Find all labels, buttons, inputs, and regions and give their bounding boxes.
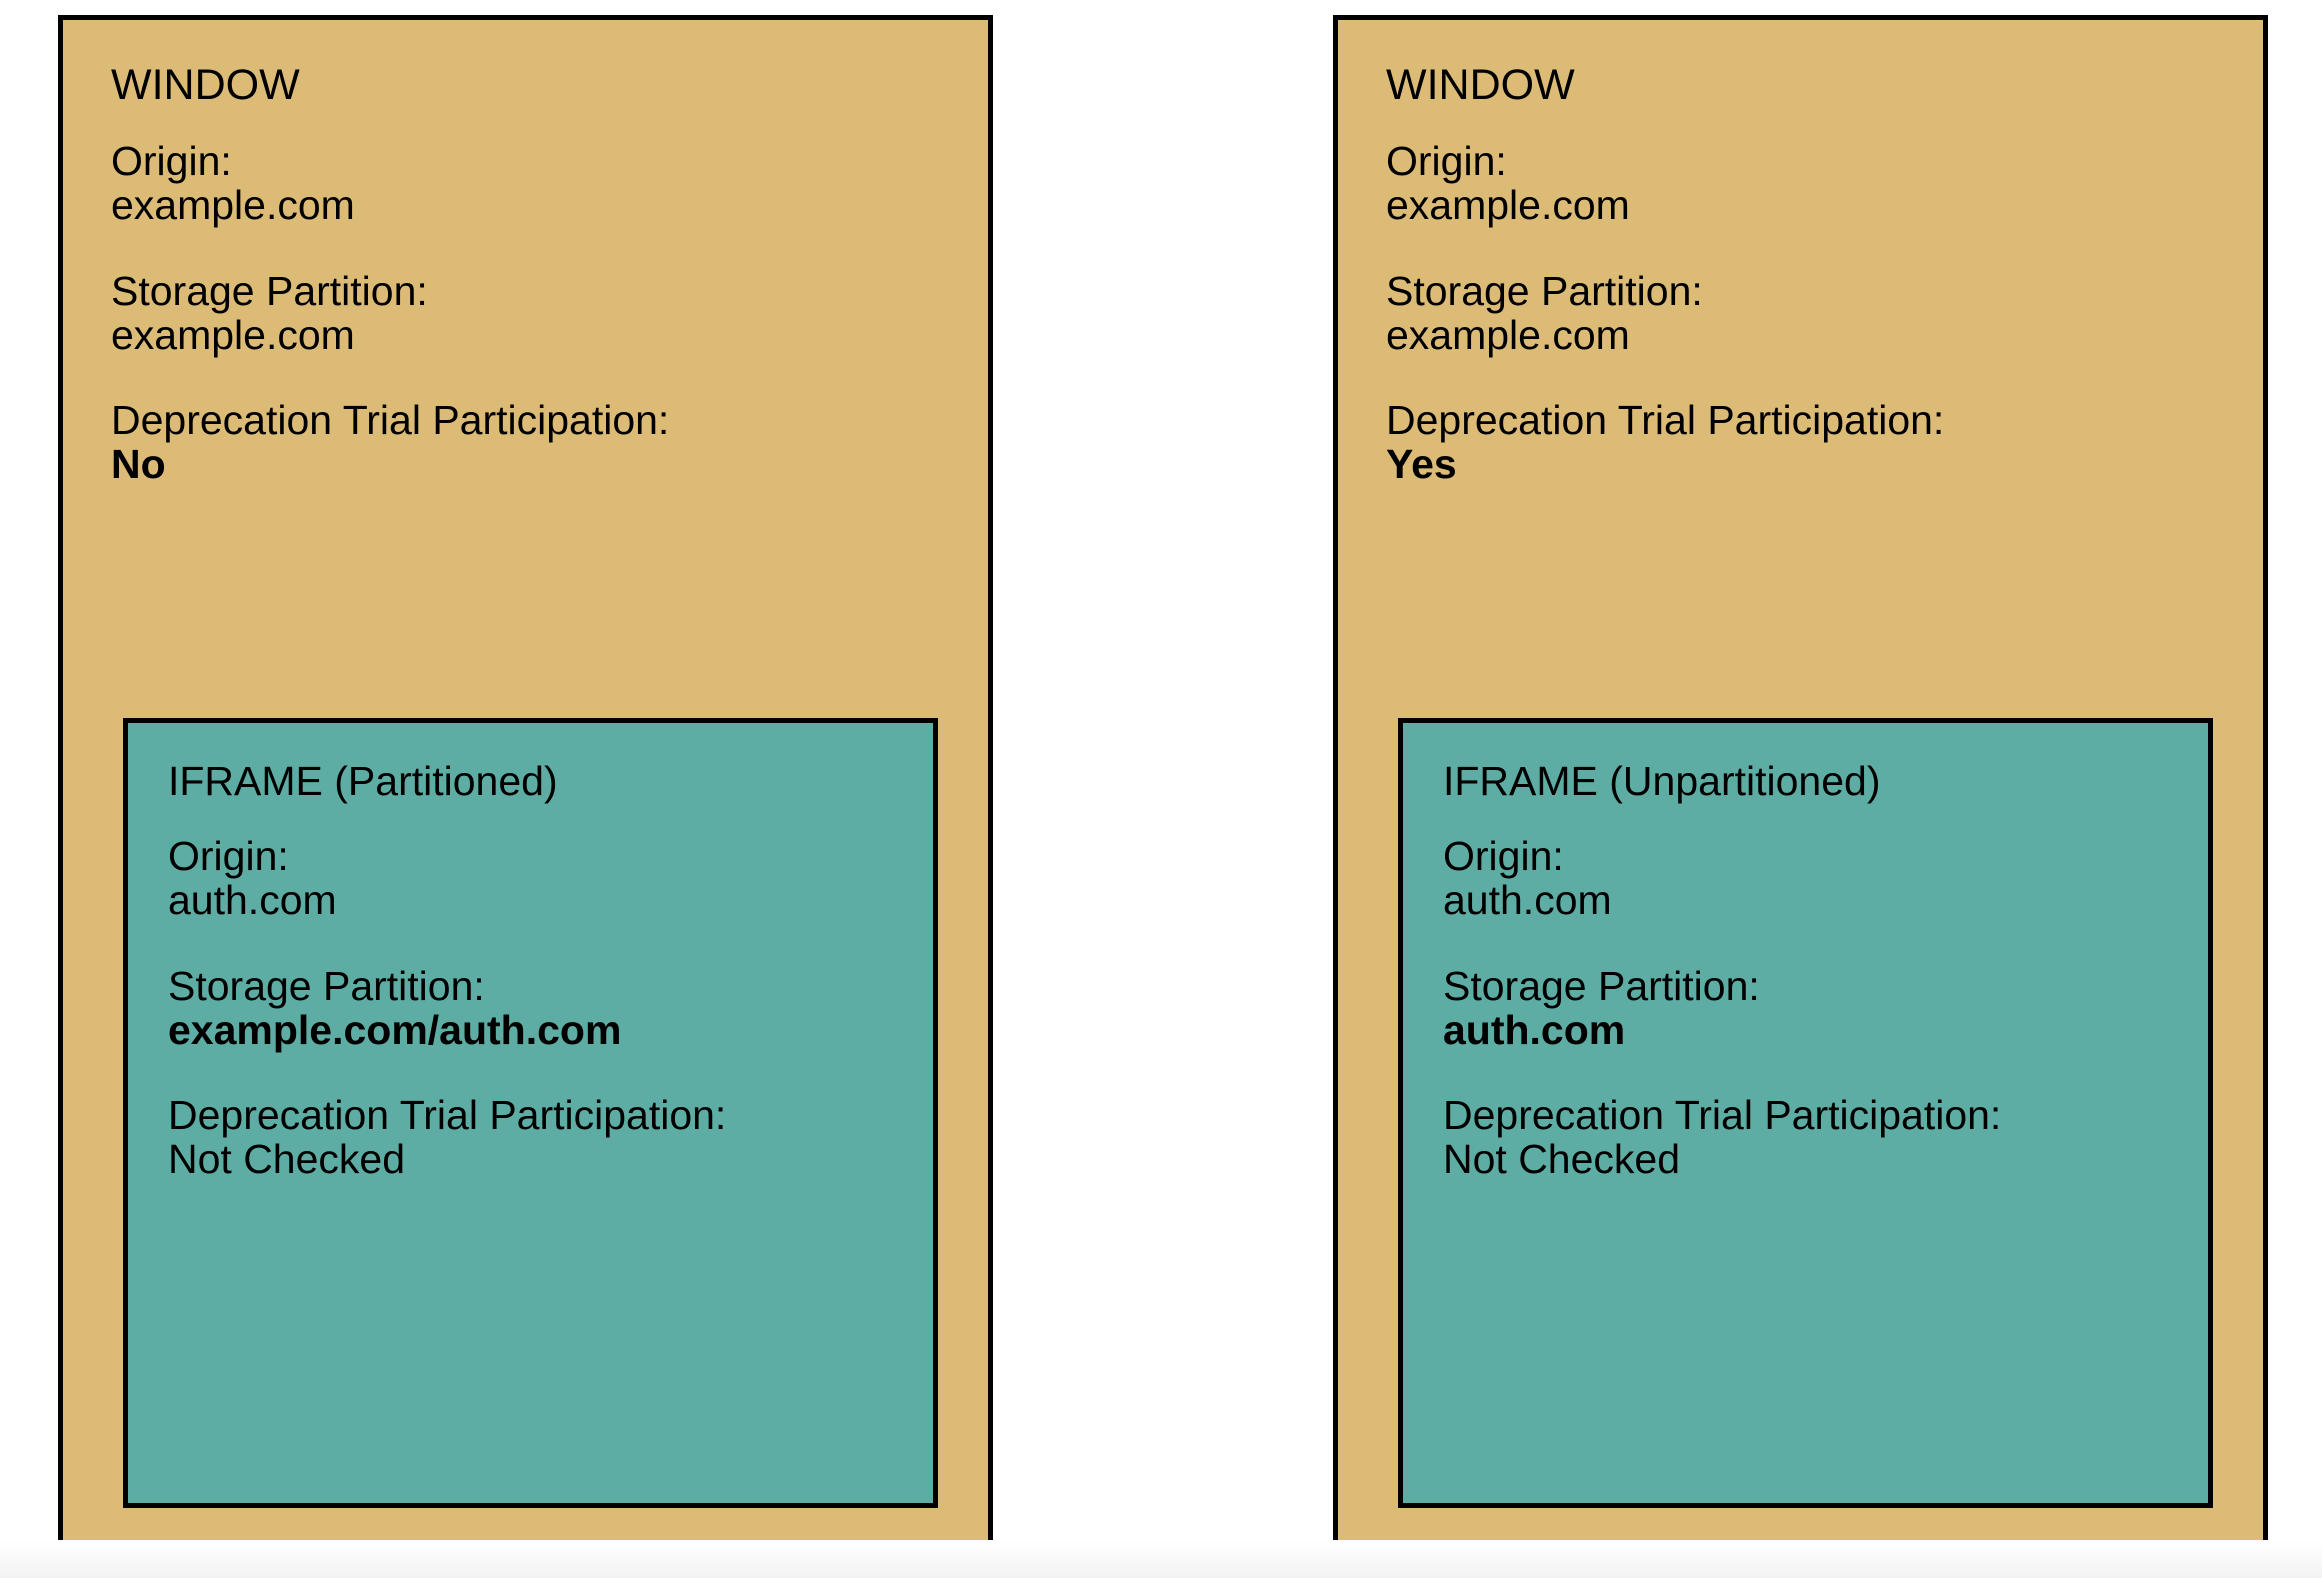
field-value: Yes <box>1386 441 1457 488</box>
field-label: Origin: <box>168 833 289 879</box>
iframe-fields-left: Origin: auth.com Storage Partition: exam… <box>168 833 908 1182</box>
field-label: Storage Partition: <box>168 962 485 1009</box>
field-label: Storage Partition: <box>111 267 428 314</box>
field-label: Origin: <box>111 138 232 184</box>
field-origin: Origin: example.com <box>111 138 931 228</box>
field-storage-partition: Storage Partition: example.com <box>111 267 931 358</box>
field-label: Deprecation Trial Participation: <box>168 1092 727 1139</box>
field-storage-partition: Storage Partition: example.com/auth.com <box>168 962 908 1053</box>
field-value: auth.com <box>1443 876 1612 923</box>
field-deprecation-trial-participation: Deprecation Trial Participation: Yes <box>1386 399 2206 487</box>
window-title: WINDOW <box>111 61 300 109</box>
field-value: auth.com <box>168 876 337 923</box>
iframe-title: IFRAME (Partitioned) <box>168 758 558 804</box>
field-value: No <box>111 441 166 488</box>
window-fields-left: Origin: example.com Storage Partition: e… <box>111 138 931 487</box>
field-label: Storage Partition: <box>1386 267 1703 314</box>
field-label: Origin: <box>1386 138 1507 184</box>
field-origin: Origin: auth.com <box>168 833 908 923</box>
field-deprecation-trial-participation: Deprecation Trial Participation: Not Che… <box>1443 1094 2183 1182</box>
field-value: example.com/auth.com <box>168 1006 622 1053</box>
field-origin: Origin: auth.com <box>1443 833 2183 923</box>
field-value: example.com <box>1386 181 1630 228</box>
field-deprecation-trial-participation: Deprecation Trial Participation: No <box>111 399 931 487</box>
field-value: Not Checked <box>1443 1136 1681 1183</box>
field-label: Deprecation Trial Participation: <box>1386 397 1945 444</box>
field-storage-partition: Storage Partition: auth.com <box>1443 962 2183 1053</box>
field-value: Not Checked <box>168 1136 406 1183</box>
iframe-fields-right: Origin: auth.com Storage Partition: auth… <box>1443 833 2183 1182</box>
field-deprecation-trial-participation: Deprecation Trial Participation: Not Che… <box>168 1094 908 1182</box>
field-origin: Origin: example.com <box>1386 138 2206 228</box>
window-fields-right: Origin: example.com Storage Partition: e… <box>1386 138 2206 487</box>
field-label: Deprecation Trial Participation: <box>111 397 670 444</box>
field-label: Deprecation Trial Participation: <box>1443 1092 2002 1139</box>
window-box-left: WINDOW Origin: example.com Storage Parti… <box>58 15 993 1550</box>
field-label: Origin: <box>1443 833 1564 879</box>
iframe-title: IFRAME (Unpartitioned) <box>1443 758 1881 804</box>
field-value: example.com <box>111 181 355 228</box>
window-title: WINDOW <box>1386 61 1575 109</box>
field-storage-partition: Storage Partition: example.com <box>1386 267 2206 358</box>
field-value: example.com <box>111 311 355 358</box>
iframe-box-partitioned: IFRAME (Partitioned) Origin: auth.com St… <box>123 718 938 1508</box>
field-value: auth.com <box>1443 1006 1626 1053</box>
window-box-right: WINDOW Origin: example.com Storage Parti… <box>1333 15 2268 1550</box>
field-label: Storage Partition: <box>1443 962 1760 1009</box>
iframe-box-unpartitioned: IFRAME (Unpartitioned) Origin: auth.com … <box>1398 718 2213 1508</box>
field-value: example.com <box>1386 311 1630 358</box>
